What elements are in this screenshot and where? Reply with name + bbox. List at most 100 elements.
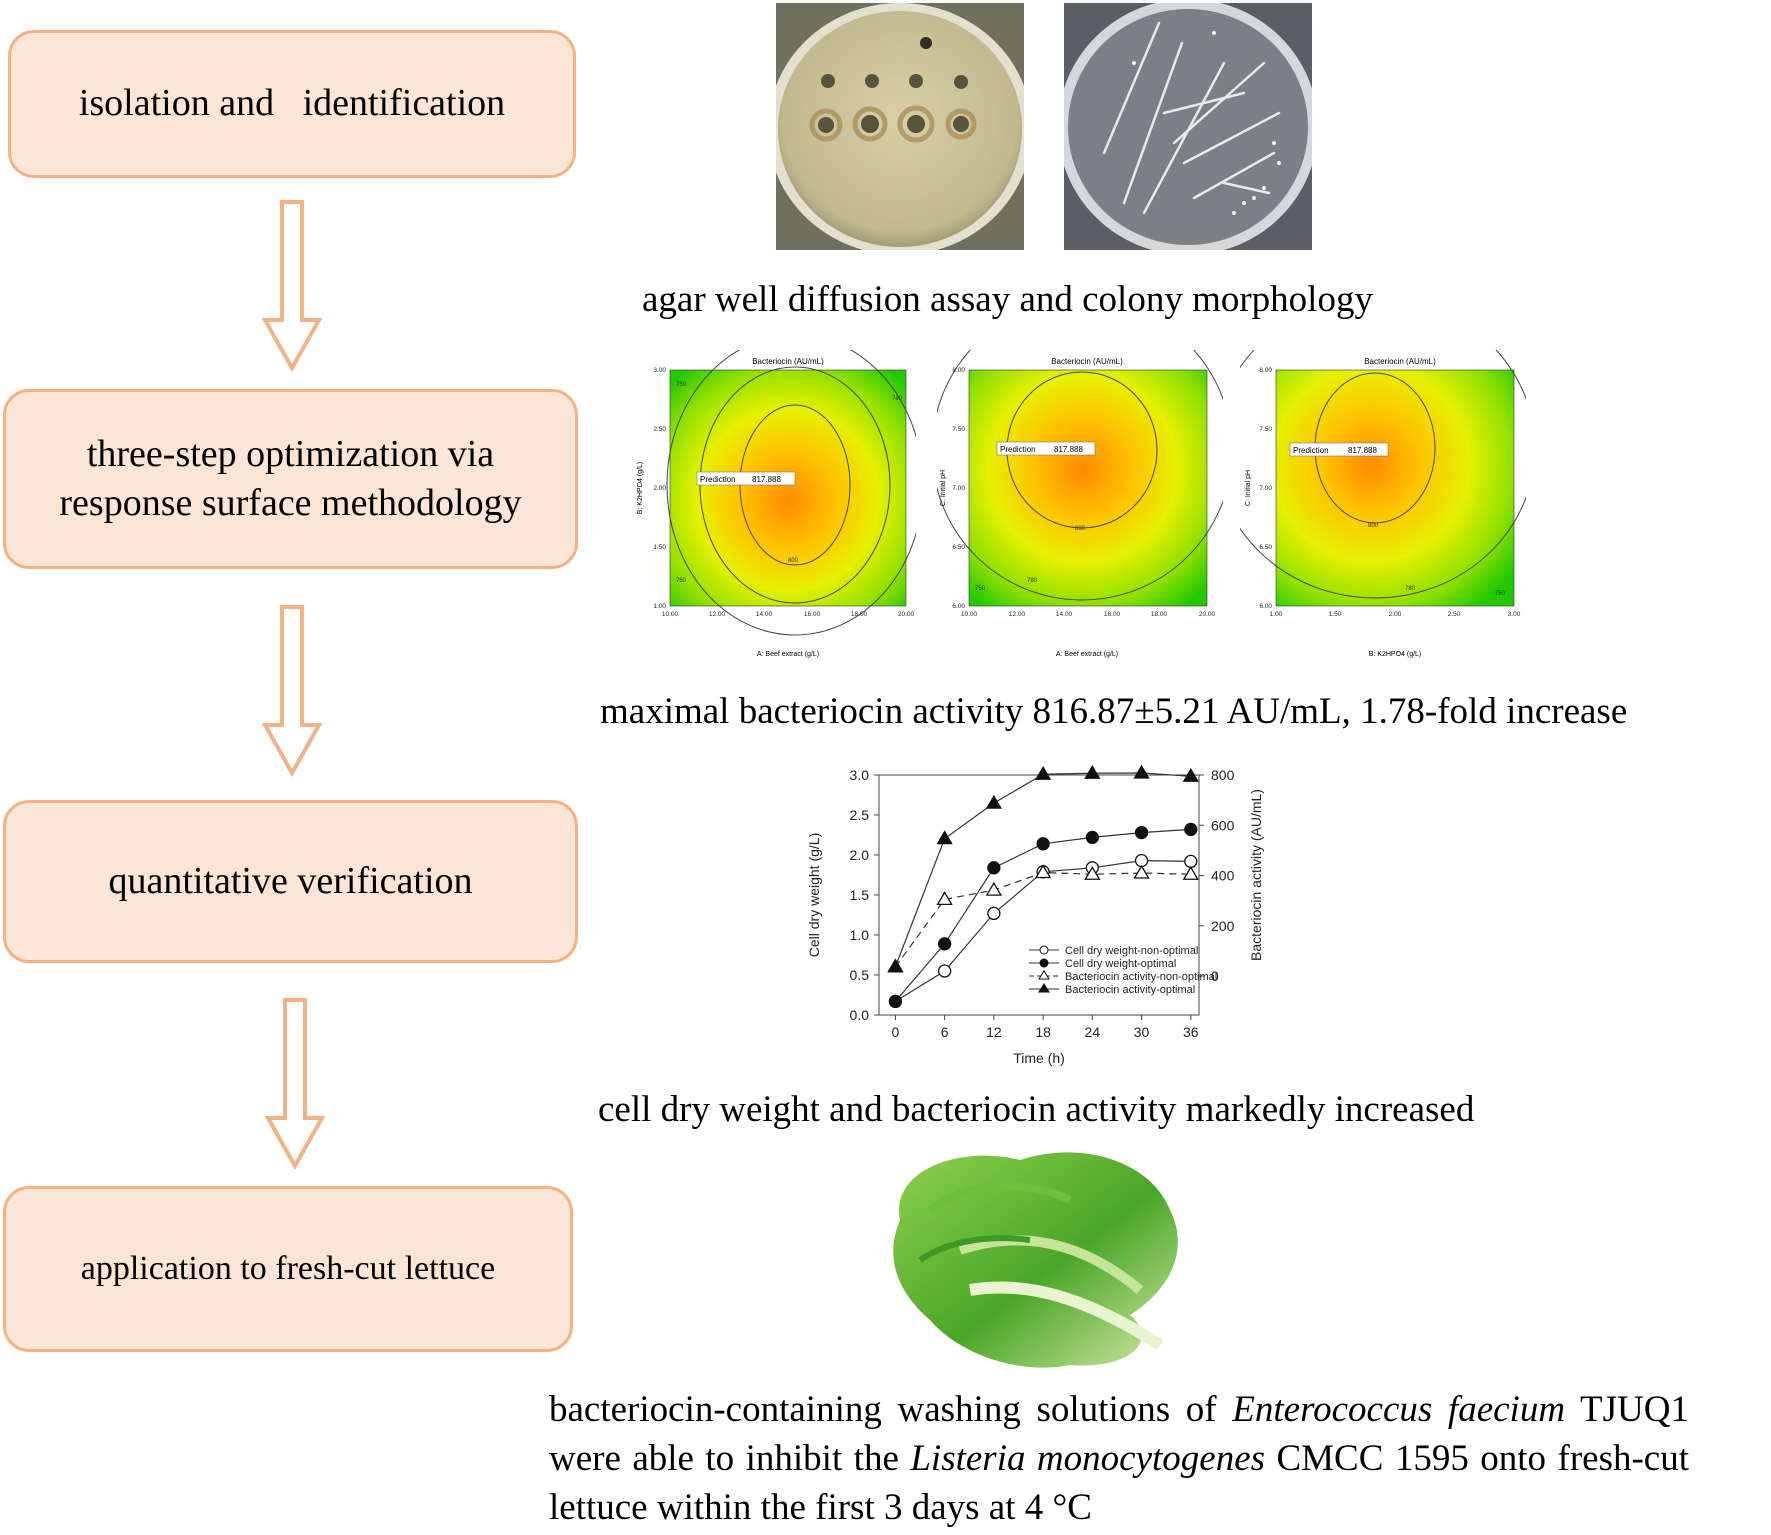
contour-plot-1: Bacteriocin (AU/mL) Prediction 817.888 7… [630,350,916,668]
contour-svg: Bacteriocin (AU/mL) Prediction 817.888 7… [937,350,1223,658]
data-point [1034,765,1052,780]
data-point [936,891,953,906]
y-tick: 2.00 [653,485,666,492]
y2-tick-label: 400 [1211,868,1235,884]
data-point [987,906,1001,921]
step-label: quantitative verification [108,859,473,902]
x-tick: 16.00 [1104,611,1121,618]
species-name: Enterococcus faecium [1232,1389,1566,1430]
x-tick: 12.00 [709,611,726,618]
x-tick: 18.00 [851,611,868,618]
x-tick: 20.00 [898,611,915,618]
y-tick-label: 2.0 [850,847,870,863]
x-tick-label: 6 [941,1024,949,1040]
legend-marker [1039,945,1049,955]
y-axis-label: C: Initial pH [940,470,947,506]
y-tick: 6.00 [952,603,965,610]
data-point [887,958,904,973]
contour-label: 750 [975,586,986,592]
contour-label: 780 [1405,586,1416,592]
x-tick: 14.00 [756,611,773,618]
data-point [1084,865,1101,880]
growth-caption: cell dry weight and bacteriocin activity… [598,1089,1475,1130]
x-tick: 12.00 [1009,611,1026,618]
data-point [1085,830,1099,845]
y-axis-label: C: Initial pH [1245,470,1252,506]
x-tick: 3.00 [1508,611,1521,618]
step-label: application to fresh-cut lettuce [80,1249,496,1287]
contour-plot-2: Bacteriocin (AU/mL) Prediction 817.888 7… [937,350,1223,668]
legend-label: Bacteriocin activity-non-optimal [1065,971,1217,983]
lettuce-photo [870,1140,1210,1380]
y-tick: 6.00 [1259,603,1272,610]
result-text-part: CMCC 1595 onto fresh-cut lettuce within … [549,1438,1689,1528]
y2-tick-label: 0 [1211,968,1219,984]
x-tick: 16.00 [804,611,821,618]
y-tick-label: 0.5 [850,967,870,983]
y-tick: 2.50 [653,426,666,433]
prediction-label: Prediction [1293,446,1329,455]
data-point [985,794,1003,809]
contour-svg: Bacteriocin (AU/mL) Prediction 817.888 7… [637,350,916,658]
data-point [937,937,952,951]
data-point [1184,854,1198,869]
data-point [937,964,952,978]
contour-label: 800 [788,558,799,564]
contour-svg: Bacteriocin (AU/mL) Prediction 817.888 7… [1240,350,1526,658]
x-axis-label: A: Beef extract (g/L) [1056,651,1118,658]
x-tick: 10.00 [662,611,679,618]
step-rsm-optimization: three-step optimization via response sur… [3,389,578,569]
legend-label: Bacteriocin activity-optimal [1065,984,1195,996]
contour-label: 750 [676,382,687,388]
prediction-value: 817.888 [1054,445,1083,454]
y-tick-label: 2.5 [850,807,870,823]
x-tick: 18.00 [1151,611,1168,618]
x-tick: 2.50 [1448,611,1461,618]
lettuce-result-text: bacteriocin-containing washing solutions… [549,1385,1689,1532]
contour-label: 800 [1368,523,1379,529]
y-tick: 7.00 [952,485,965,492]
contour-label: 780 [892,396,903,402]
colony-morphology-photo [1064,3,1312,250]
x-tick: 2.00 [1389,611,1402,618]
contour-label: 750 [1495,591,1506,597]
legend-label: Cell dry weight-non-optimal [1065,945,1198,957]
x-tick-label: 18 [1035,1024,1051,1040]
legend-marker [1038,983,1050,993]
down-arrow-icon [265,998,325,1170]
y2-axis-label: Bacteriocin activity (AU/mL) [1248,789,1264,961]
y-tick: 8.00 [1259,367,1272,374]
data-point [1134,825,1149,840]
down-arrow-icon [262,200,322,372]
data-point [1184,822,1198,837]
x-tick-label: 36 [1183,1024,1199,1040]
y-axis-label: Cell dry weight (g/L) [806,833,822,958]
agar-well-diffusion-photo [776,3,1024,250]
y-tick: 8.00 [952,367,965,374]
contour-title: Bacteriocin (AU/mL) [1051,357,1123,366]
y-tick: 7.50 [1259,426,1272,433]
y-tick: 1.00 [653,603,666,610]
x-tick-label: 0 [892,1024,900,1040]
data-point [985,881,1003,896]
y2-tick-label: 200 [1211,918,1235,934]
x-tick: 10.00 [961,611,978,618]
contour-label: 760 [676,578,687,584]
y-axis-label: B: K2HPO4 (g/L) [637,462,644,515]
y-tick-label: 0.0 [850,1007,870,1023]
data-point [1182,767,1199,782]
legend-marker [1038,970,1050,980]
y2-tick-label: 800 [1211,767,1235,783]
step-isolation-identification: isolation and identification [8,30,576,178]
x-axis-label: B: K2HPO4 (g/L) [1369,651,1422,658]
y-tick: 6.50 [952,544,965,551]
y-tick: 7.00 [1259,485,1272,492]
y-tick-label: 3.0 [850,767,870,783]
contour-label: 780 [1027,578,1038,584]
data-point [1034,864,1052,879]
y2-tick-label: 600 [1211,817,1235,833]
prediction-label: Prediction [1000,445,1036,454]
data-point [1133,864,1150,879]
